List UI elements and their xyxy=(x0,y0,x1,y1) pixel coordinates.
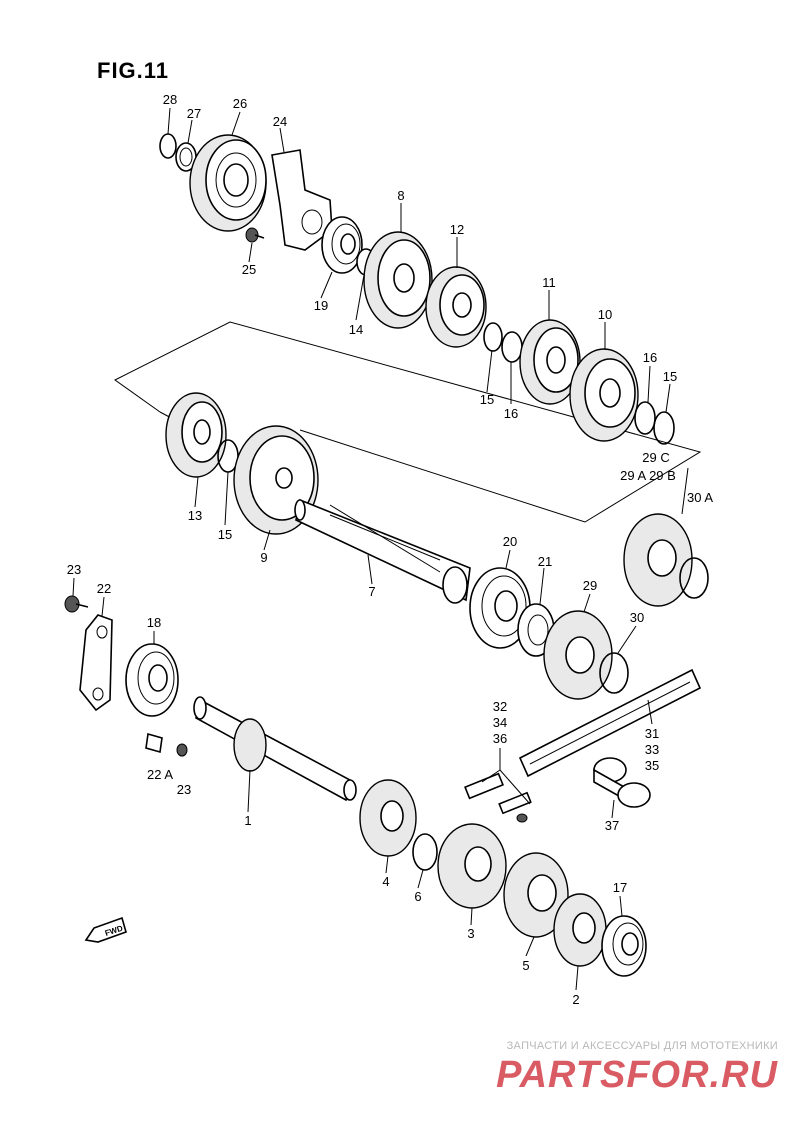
sprocket-29a-b xyxy=(623,513,693,607)
bolt-23 xyxy=(64,595,89,613)
chain-31 xyxy=(518,668,702,778)
joint-32-34-36 xyxy=(464,772,532,823)
fwd-arrow-icon: FWD xyxy=(84,916,127,943)
callout-15-right: 15 xyxy=(663,369,677,384)
gear-10 xyxy=(569,348,639,442)
callout-32: 32 xyxy=(493,699,507,714)
callout-labels: 28 27 26 24 25 19 8 14 12 11 10 15 16 16… xyxy=(67,92,714,1007)
callout-35: 35 xyxy=(645,758,659,773)
callout-17: 17 xyxy=(613,880,627,895)
callout-34: 34 xyxy=(493,715,507,730)
callout-28: 28 xyxy=(163,92,177,107)
subassembly-frame xyxy=(114,321,702,523)
callout-3: 3 xyxy=(467,926,474,941)
plate-22 xyxy=(79,614,113,712)
callout-33: 33 xyxy=(645,742,659,757)
callout-23-bottom: 23 xyxy=(177,782,191,797)
bearing-17 xyxy=(601,915,647,977)
callout-30: 30 xyxy=(630,610,644,625)
callout-13: 13 xyxy=(188,508,202,523)
callout-37: 37 xyxy=(605,818,619,833)
callout-36: 36 xyxy=(493,731,507,746)
leader-lines xyxy=(72,107,689,991)
circlip-30a xyxy=(679,557,709,599)
callout-23-top: 23 xyxy=(67,562,81,577)
callout-26: 26 xyxy=(233,96,247,111)
callout-7: 7 xyxy=(368,584,375,599)
callout-4: 4 xyxy=(382,874,389,889)
washer-16-right xyxy=(634,401,656,435)
callout-18: 18 xyxy=(147,615,161,630)
gear-5 xyxy=(503,852,569,938)
callout-25: 25 xyxy=(242,262,256,277)
callout-14: 14 xyxy=(349,322,363,337)
callout-22: 22 xyxy=(97,581,111,596)
callout-16-right: 16 xyxy=(643,350,657,365)
callout-15-mid: 15 xyxy=(218,527,232,542)
callout-9: 9 xyxy=(260,550,267,565)
circlip-6 xyxy=(412,833,438,871)
gear-26 xyxy=(189,134,267,232)
gear-8 xyxy=(363,231,433,329)
gear-9 xyxy=(233,425,319,535)
circlip-15-right xyxy=(653,411,675,445)
gear-12 xyxy=(425,266,487,348)
figure-title: FIG.11 xyxy=(97,58,170,83)
gear-13 xyxy=(165,392,227,478)
watermark-tagline: ЗАПЧАСТИ И АКСЕССУАРЫ ДЛЯ МОТОТЕХНИКИ xyxy=(506,1040,778,1052)
callout-2: 2 xyxy=(572,992,579,1007)
callout-21: 21 xyxy=(538,554,552,569)
callout-16-upper: 16 xyxy=(504,406,518,421)
sprocket-29 xyxy=(543,610,613,700)
callout-29ab: 29 A 29 B xyxy=(620,468,676,483)
callout-5: 5 xyxy=(522,958,529,973)
callout-22a: 22 A xyxy=(147,767,173,782)
callout-31: 31 xyxy=(645,726,659,741)
bearing-20 xyxy=(469,567,531,649)
bolt-25 xyxy=(245,227,265,243)
callout-29c: 29 C xyxy=(642,450,669,465)
callout-24: 24 xyxy=(273,114,287,129)
washer-16-upper xyxy=(501,331,523,363)
mainshaft-1 xyxy=(193,696,357,802)
callout-10: 10 xyxy=(598,307,612,322)
callout-20: 20 xyxy=(503,534,517,549)
circlip-28 xyxy=(159,133,177,159)
callout-15-upper: 15 xyxy=(480,392,494,407)
callout-1: 1 xyxy=(244,813,251,828)
callout-27: 27 xyxy=(187,106,201,121)
gear-3 xyxy=(437,823,507,909)
callout-11: 11 xyxy=(542,275,556,290)
countershaft-7 xyxy=(294,498,471,604)
bearing-19 xyxy=(321,216,363,274)
callout-29: 29 xyxy=(583,578,597,593)
bolt-23-lower xyxy=(176,743,188,757)
gear-2 xyxy=(553,893,607,967)
callout-8: 8 xyxy=(397,188,404,203)
watermark-logo: PARTSFOR.RU xyxy=(496,1054,778,1096)
gear-4 xyxy=(359,779,417,857)
callout-12: 12 xyxy=(450,222,464,237)
circlip-30 xyxy=(599,652,629,694)
bearing-18 xyxy=(125,643,179,717)
washer-27 xyxy=(175,142,197,172)
roller-37 xyxy=(593,757,651,808)
callout-30a: 30 A xyxy=(687,490,713,505)
callout-19: 19 xyxy=(314,298,328,313)
circlip-15-upper xyxy=(483,322,503,352)
gear-11 xyxy=(519,319,581,405)
callout-6: 6 xyxy=(414,889,421,904)
plate-22a xyxy=(145,732,163,754)
